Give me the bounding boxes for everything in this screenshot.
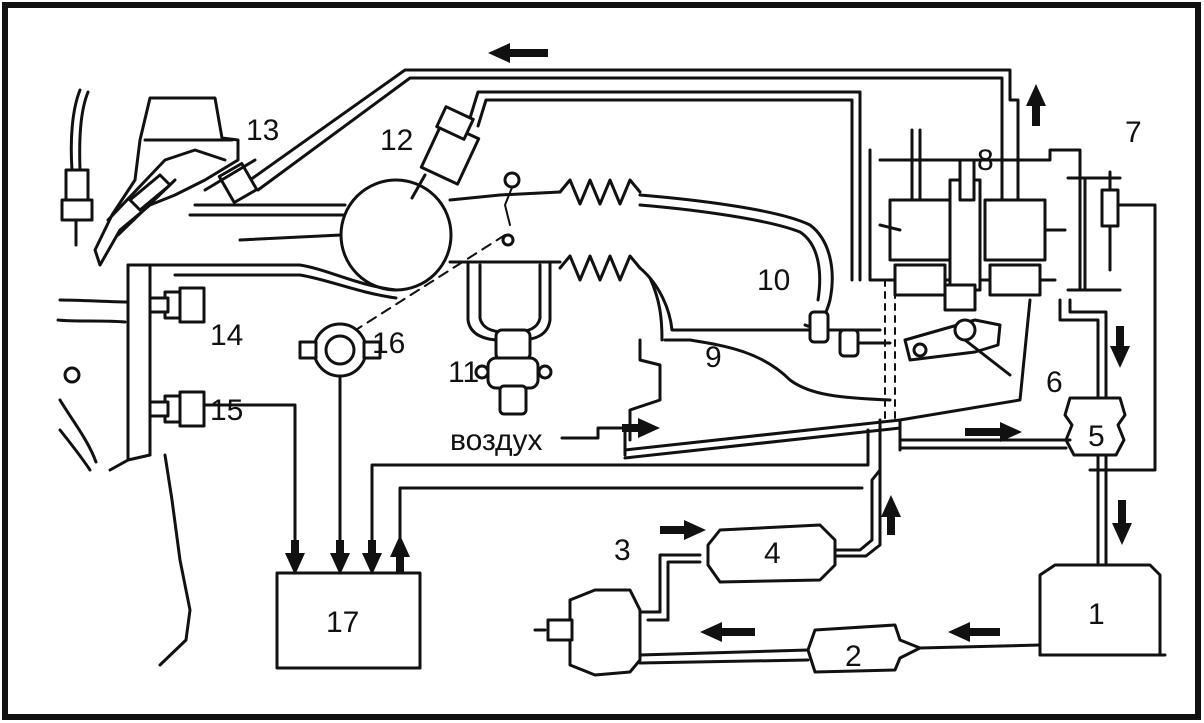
- label-8: 8: [977, 144, 994, 177]
- label-6: 6: [1046, 366, 1063, 399]
- label-17: 17: [326, 606, 359, 639]
- component-7-regulator: [1066, 170, 1157, 472]
- component-15-sensor: [148, 390, 297, 567]
- component-5-accumulator: [898, 298, 1127, 567]
- label-5: 5: [1088, 420, 1105, 453]
- label-16: 16: [372, 327, 405, 360]
- component-10-valve: [808, 310, 892, 358]
- label-10: 10: [757, 264, 790, 297]
- component-3-accumulator: [533, 553, 702, 677]
- component-6-sensor-plate-lever: [878, 279, 1012, 472]
- label-7: 7: [1125, 116, 1142, 149]
- label-air: воздух: [450, 424, 543, 457]
- engine-block-outline: [56, 88, 240, 667]
- flow-arrows: [285, 43, 1132, 642]
- label-4: 4: [764, 537, 781, 570]
- label-15: 15: [210, 394, 243, 427]
- label-1: 1: [1088, 598, 1105, 631]
- component-11-idle-valve: [466, 260, 553, 416]
- component-4-fuel-filter: [706, 468, 882, 584]
- label-3: 3: [614, 534, 631, 567]
- component-8-fuel-distributor: [868, 128, 1082, 312]
- component-12-sensor: [410, 105, 481, 200]
- intake-manifold: [173, 68, 1020, 342]
- component-14-sensor: [148, 286, 206, 324]
- component-17-control-unit: [275, 428, 870, 670]
- component-1-fuel-tank: [1038, 563, 1167, 657]
- component-2-fuel-pump: [638, 623, 1042, 674]
- label-14: 14: [210, 319, 243, 352]
- component-13-injector: [203, 158, 259, 204]
- label-11: 11: [448, 356, 479, 389]
- component-16-throttle-switch: [298, 322, 382, 567]
- label-2: 2: [845, 640, 862, 673]
- label-9: 9: [705, 341, 722, 374]
- label-13: 13: [246, 114, 279, 147]
- label-12: 12: [380, 124, 413, 157]
